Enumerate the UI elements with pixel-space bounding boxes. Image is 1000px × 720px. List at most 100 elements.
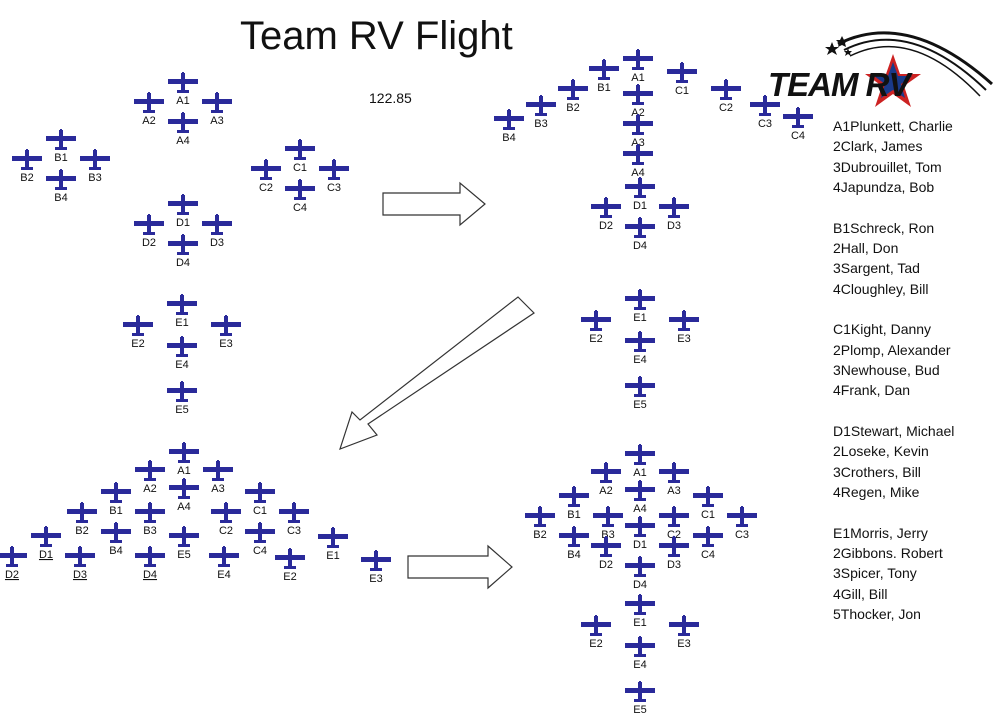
plane-b1: B1 [101, 482, 131, 517]
plane-e2: E2 [581, 310, 611, 345]
plane-b1: B1 [559, 486, 589, 521]
roster-entry: 2Hall, Don [833, 240, 899, 257]
plane-label: D2 [5, 569, 19, 581]
plane-label: E5 [633, 704, 646, 716]
plane-e5: E5 [625, 681, 655, 716]
plane-d4: D4 [625, 556, 655, 591]
plane-d2: D2 [591, 197, 621, 232]
plane-label: A1 [177, 465, 190, 477]
airplane-icon [667, 62, 697, 83]
plane-label: E3 [219, 338, 232, 350]
plane-label: A4 [176, 135, 189, 147]
airplane-icon [625, 556, 655, 577]
plane-label: A2 [142, 115, 155, 127]
airplane-icon [659, 197, 689, 218]
logo-swoosh-icon [825, 31, 993, 107]
plane-label: C2 [667, 529, 681, 541]
airplane-icon [623, 114, 653, 135]
plane-label: A2 [143, 483, 156, 495]
plane-d4: D4 [168, 234, 198, 269]
plane-a2: A2 [135, 460, 165, 495]
airplane-icon [167, 381, 197, 402]
plane-label: A1 [176, 95, 189, 107]
plane-label: E2 [131, 338, 144, 350]
plane-b2: B2 [12, 149, 42, 184]
plane-e4: E4 [625, 636, 655, 671]
plane-label: C2 [219, 525, 233, 537]
plane-label: E2 [589, 638, 602, 650]
plane-label: E3 [369, 573, 382, 585]
plane-c3: C3 [750, 95, 780, 130]
plane-b4: B4 [46, 169, 76, 204]
plane-d1: D1 [625, 177, 655, 212]
airplane-icon [494, 109, 524, 130]
airplane-icon [168, 72, 198, 93]
roster-entry: 2Clark, James [833, 138, 923, 155]
plane-e3: E3 [361, 550, 391, 585]
plane-b2: B2 [558, 79, 588, 114]
airplane-icon [711, 79, 741, 100]
plane-label: C4 [253, 545, 267, 557]
plane-e4: E4 [167, 336, 197, 371]
plane-label: E1 [633, 312, 646, 324]
airplane-icon [123, 315, 153, 336]
plane-b2: B2 [525, 506, 555, 541]
plane-label: E1 [175, 317, 188, 329]
plane-label: B3 [88, 172, 101, 184]
roster-entry: 2Gibbons. Robert [833, 544, 943, 561]
plane-e4: E4 [625, 331, 655, 366]
plane-label: E1 [326, 550, 339, 562]
plane-label: D4 [176, 257, 190, 269]
airplane-icon [559, 486, 589, 507]
airplane-icon [591, 536, 621, 557]
plane-label: A1 [633, 467, 646, 479]
plane-label: B1 [567, 509, 580, 521]
roster-entry: 3Spicer, Tony [833, 565, 917, 582]
airplane-icon [625, 636, 655, 657]
airplane-icon [285, 139, 315, 160]
page-title: Team RV Flight [240, 14, 513, 58]
airplane-icon [134, 92, 164, 113]
airplane-icon [559, 526, 589, 547]
airplane-icon [135, 546, 165, 567]
plane-e3: E3 [211, 315, 241, 350]
plane-c1: C1 [667, 62, 697, 97]
plane-c3: C3 [279, 502, 309, 537]
airplane-icon [783, 107, 813, 128]
plane-label: D3 [667, 220, 681, 232]
airplane-icon [625, 516, 655, 537]
roster-entry: 5Thocker, Jon [833, 606, 921, 623]
plane-label: A3 [631, 137, 644, 149]
plane-d1: D1 [168, 194, 198, 229]
airplane-icon [211, 315, 241, 336]
airplane-icon [167, 336, 197, 357]
plane-label: D3 [667, 559, 681, 571]
plane-label: C3 [287, 525, 301, 537]
plane-label: D1 [633, 539, 647, 551]
plane-d3: D3 [659, 536, 689, 571]
airplane-icon [526, 95, 556, 116]
airplane-icon [581, 310, 611, 331]
roster-entry: D1Stewart, Michael [833, 422, 955, 439]
roster-entry: A1Plunkett, Charlie [833, 118, 953, 134]
plane-e2: E2 [123, 315, 153, 350]
logo-text: TEAM RV [768, 66, 910, 103]
plane-label: B1 [109, 505, 122, 517]
plane-e4: E4 [209, 546, 239, 581]
plane-label: B2 [20, 172, 33, 184]
plane-a2: A2 [623, 84, 653, 119]
plane-a4: A4 [169, 478, 199, 513]
plane-label: C3 [758, 118, 772, 130]
airplane-icon [591, 462, 621, 483]
airplane-icon [581, 615, 611, 636]
airplane-icon [245, 522, 275, 543]
roster-entry: 3Crothers, Bill [833, 463, 921, 480]
plane-label: D3 [210, 237, 224, 249]
plane-e1: E1 [167, 294, 197, 329]
plane-b3: B3 [593, 506, 623, 541]
plane-label: E4 [633, 659, 646, 671]
airplane-icon [245, 482, 275, 503]
plane-label: A2 [599, 485, 612, 497]
airplane-icon [46, 129, 76, 150]
